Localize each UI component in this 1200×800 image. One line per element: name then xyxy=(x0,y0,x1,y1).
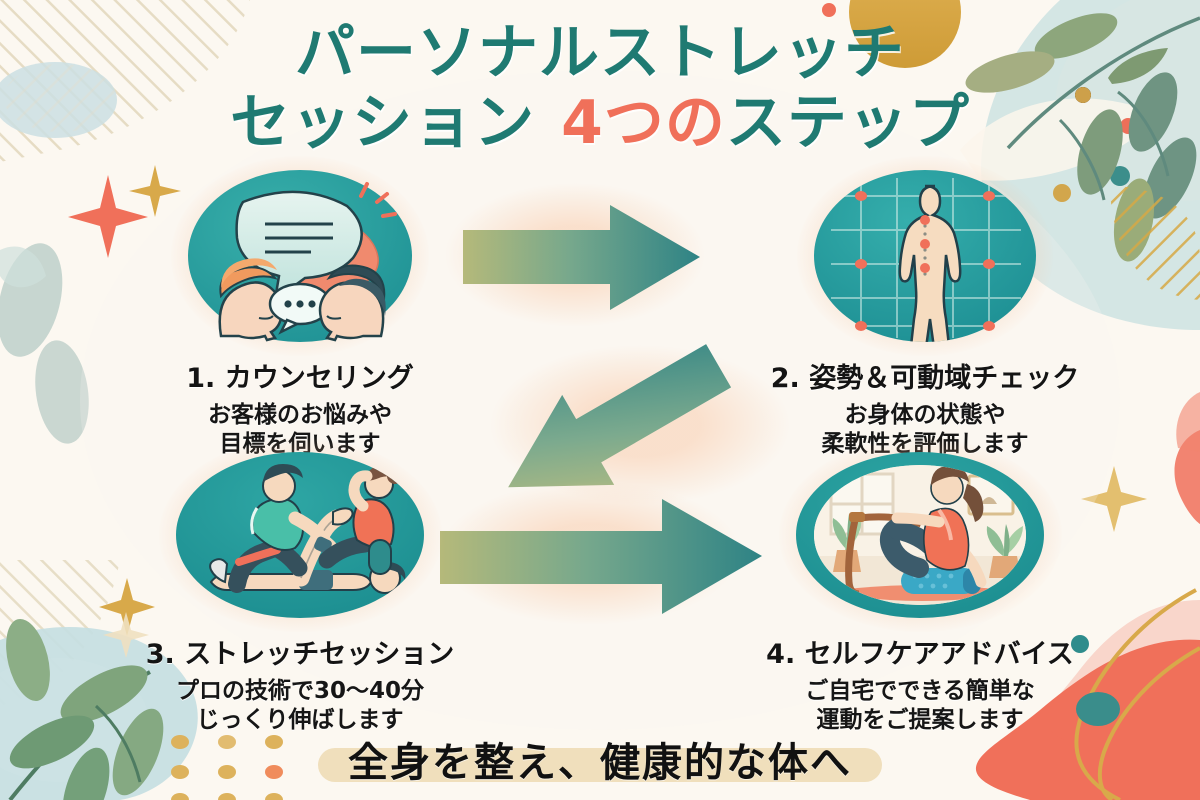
step-desc-4-line2: 運動をご提案します xyxy=(816,706,1024,733)
step-desc-4-line1: ご自宅でできる簡単な xyxy=(805,678,1035,704)
step-title-4: 4. セルフケアアドバイス xyxy=(766,639,1074,670)
step-desc-1-line1: お客様のお悩みや xyxy=(208,402,392,428)
step-card-4: 4. セルフケアアドバイス ご自宅でできる簡単な 運動をご提案します xyxy=(680,438,1160,734)
trainer-assisted-stretch-icon xyxy=(175,452,424,618)
step-title-3: 3. ストレッチセッション xyxy=(145,639,455,670)
step-title-1: 1. カウンセリング xyxy=(186,363,414,394)
step-title-2: 2. 姿勢＆可動域チェック xyxy=(770,363,1080,394)
posture-body-grid-icon xyxy=(814,170,1036,342)
step-desc-2-line1: お身体の状態や xyxy=(844,402,1006,428)
banner-tagline-text: 全身を整え、健康的な体へ xyxy=(348,740,852,786)
title-line-1: パーソナルストレッチ xyxy=(295,18,905,88)
step-card-1: 1. カウンセリング お客様のお悩みや 目標を伺います xyxy=(90,156,510,458)
step-card-3: 3. ストレッチセッション プロの技術で30〜40分 じっくり伸ばします xyxy=(60,438,540,734)
title-line-2-part2: ステップ xyxy=(725,87,970,158)
step-card-2: 2. 姿勢＆可動域チェック お身体の状態や 柔軟性を評価します xyxy=(690,156,1160,458)
home-selfcare-foamroller-icon xyxy=(795,452,1044,618)
bottom-tagline-banner: 全身を整え、健康的な体へ xyxy=(0,726,1200,794)
step-desc-3-line2: じっくり伸ばします xyxy=(196,706,404,733)
title-line-2-part1: セッション xyxy=(230,87,536,158)
counseling-conversation-icon xyxy=(188,170,412,342)
title-accent-four: 4つの xyxy=(561,87,726,158)
banner-pill-background xyxy=(318,748,882,782)
step-desc-3-line1: プロの技術で30〜40分 xyxy=(175,678,424,704)
